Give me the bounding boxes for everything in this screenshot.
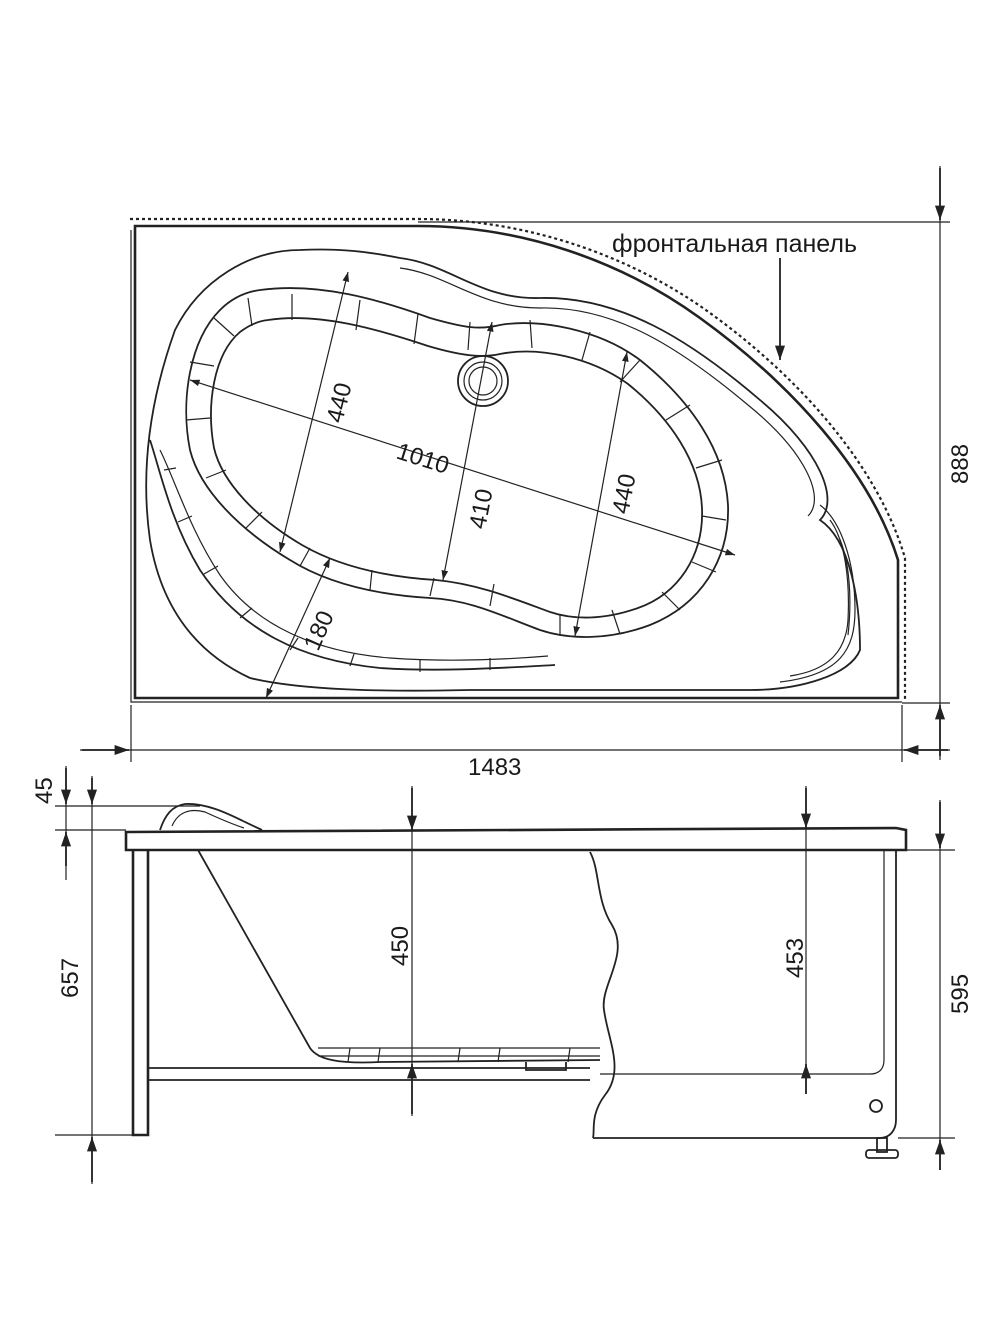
label-foot-width: 440 [607,472,641,516]
dim-line-seat [265,557,331,699]
side-front-panel [593,850,897,1139]
seat-shelf-inner [159,449,549,661]
label-total-657: 657 [57,958,84,998]
inner-bowl-outer [185,287,729,638]
side-bowl-ribs [347,1047,571,1063]
front-panel-contour [130,217,907,700]
label-panel-595: 595 [947,974,974,1014]
side-frame-bar [148,1067,590,1081]
side-adjustable-foot [865,1137,899,1159]
tub-rim-inner-line [130,230,902,703]
seat-shelf [149,439,556,671]
side-left-leg [131,850,150,1137]
dim-length-1483 [80,705,950,762]
bowl-outer [145,248,861,692]
dim-line-head-width [279,271,349,553]
inner-bowl-inner [210,317,703,619]
side-view: 450 453 45 657 595 [31,766,974,1184]
foot-steps [779,504,856,683]
top-view: 1010 440 410 440 180 фронтальная панель … [80,166,974,781]
label-rim-45: 45 [31,777,58,804]
drain [457,355,509,407]
side-bowl-profile [197,849,601,1064]
dim-width-888 [418,166,950,760]
side-drain [525,1062,567,1071]
bowl-outer-2 [399,267,815,517]
label-mid-width: 410 [464,487,498,531]
dim-panel-595 [898,800,955,1170]
side-rim [124,826,908,852]
side-headrest [159,803,263,831]
side-overflow-hole [869,1099,883,1113]
label-head-width: 440 [322,380,358,425]
label-depth-head: 450 [387,926,414,966]
dim-line-mid-width [441,321,494,581]
side-panel-cut [589,851,619,1139]
label-diagonal: 1010 [393,438,452,480]
label-front-panel: фронтальная панель [612,230,857,258]
dim-line-foot-width [573,351,629,637]
label-width-888: 888 [947,444,974,484]
side-front-panel-inner [600,850,885,1075]
label-depth-foot: 453 [782,938,809,978]
label-length-1483: 1483 [468,754,521,781]
tub-outer-rim [133,224,900,700]
seat-segments [163,467,491,672]
dim-left-side [55,766,200,1184]
side-headrest-inner [171,809,245,829]
